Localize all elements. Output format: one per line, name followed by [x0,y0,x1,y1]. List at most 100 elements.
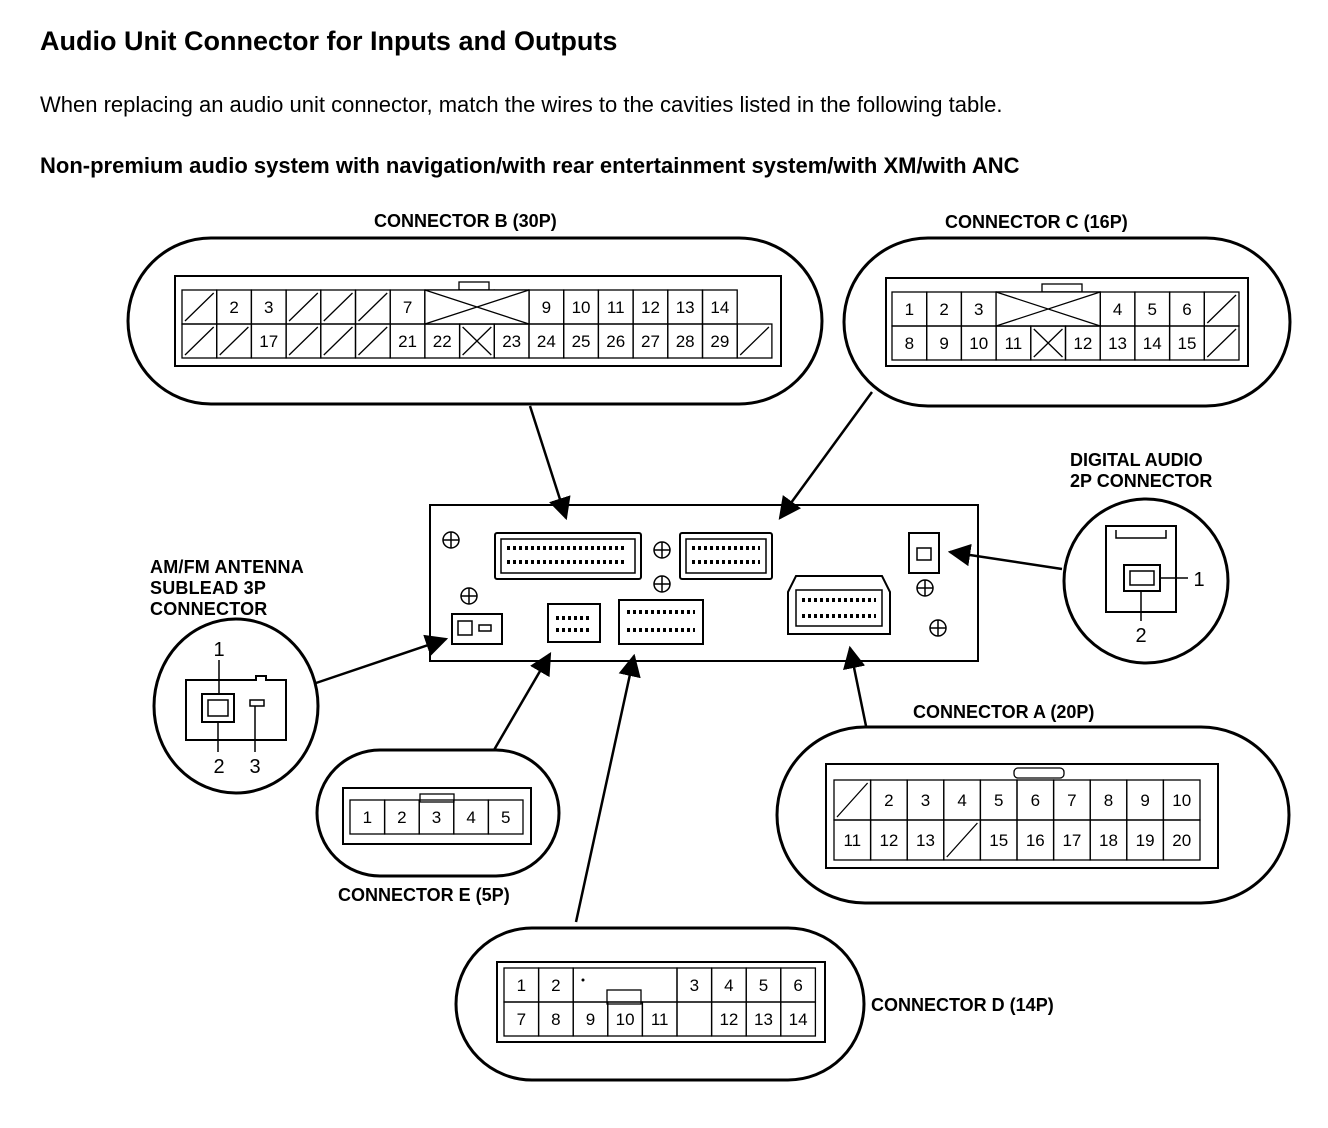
connector-c-top-unused-slash-7 [1206,294,1237,324]
audio-unit [429,504,979,662]
connector-c-label: CONNECTOR C (16P) [945,212,1128,232]
connector-b-pin-11: 11 [607,298,625,317]
connector-e-pin-5: 5 [501,808,510,827]
connector-b-top-unused-slash-0 [184,292,215,322]
connector-d-housing [496,961,826,1043]
connector-b-pin-21: 21 [398,332,417,351]
connector-c-pin-13: 13 [1108,334,1127,353]
connector-d-bottom-cell-8 [780,1001,817,1037]
connector-b-bottom-blocked-cavity-8 [462,326,492,356]
digital-audio-pin-1: 1 [1193,569,1204,591]
am-fm-antenna-label: AM/FM ANTENNA SUBLEAD 3P CONNECTOR [150,557,304,619]
connector-a-pin-13: 13 [916,831,935,850]
connector-b-pin-22: 22 [433,332,452,351]
connector-b-pin-23: 23 [502,332,521,351]
connector-d-lock-tab [606,989,642,1005]
digital-audio-connector-drawing: 1 2 [1105,525,1205,647]
connector-b-housing [174,275,782,367]
connector-c-pin-12: 12 [1073,334,1092,353]
connector-e-housing [342,787,532,845]
connector-a-pin-8: 8 [1104,791,1113,810]
connector-d-pin-5: 5 [759,976,768,995]
connector-b-pin-12: 12 [641,298,660,317]
connector-a-pin-5: 5 [994,791,1003,810]
connector-c-pin-1: 1 [905,300,914,319]
connector-a-pin-15: 15 [989,831,1008,850]
connector-b-bottom-unused-slash-4 [323,326,353,356]
connector-a-pin-12: 12 [879,831,898,850]
connector-d-pin-6: 6 [793,976,802,995]
connector-a-bottom-unused-slash-3 [946,822,978,858]
connector-a-housing [825,763,1219,869]
connector-e-pins-cell-4 [487,799,524,835]
connector-b-pin-17: 17 [259,332,278,351]
connector-d-bottom-cell-5 [676,1001,713,1037]
connector-d-pin-14: 14 [789,1010,808,1029]
digital-audio-label: DIGITAL AUDIO 2P CONNECTOR [1070,450,1213,491]
connector-c-pin-5: 5 [1148,300,1157,319]
connector-b-top-unused-slash-5 [358,292,388,322]
connector-a-pin-20: 20 [1172,831,1191,850]
connector-a-pin-9: 9 [1140,791,1149,810]
connector-c-housing [885,277,1249,367]
am-fm-pin-2: 2 [213,756,224,778]
connector-c-pin-15: 15 [1177,334,1196,353]
connector-a-label: CONNECTOR A (20P) [913,702,1095,722]
connector-b-bottom-unused-slash-0 [184,326,215,356]
connector-e-lock-tab [419,793,455,803]
connector-b-top-unused-slash-4 [323,292,353,322]
connector-e-label: CONNECTOR E (5P) [338,885,510,905]
connector-b-bottom-unused-slash-1 [219,326,249,356]
connector-c-pin-2: 2 [939,300,948,319]
connector-c-pin-6: 6 [1182,300,1191,319]
connector-b-lock-tab [458,281,490,291]
connector-c-key-area-cross [995,291,1101,327]
connector-b-bottom-unused-slash-3 [288,326,319,356]
connector-b-bottom-unused-slash-5 [358,326,388,356]
digital-audio-pin-2: 2 [1135,625,1146,647]
am-fm-bubble [152,617,320,795]
connector-b-pin-14: 14 [710,298,729,317]
digital-audio-bubble [1062,497,1230,665]
connector-b-bubble [126,236,824,406]
connector-b-pin-2: 2 [229,298,238,317]
connector-c-bottom-cell-9 [1203,325,1240,361]
connector-b-bottom-unused-slash-16 [739,326,770,356]
connector-c-pin-14: 14 [1143,334,1162,353]
connector-b-pin-13: 13 [676,298,695,317]
connector-d-pin-3: 3 [690,976,699,995]
connector-a-lock-tab [1013,767,1065,779]
intro-text: When replacing an audio unit connector, … [40,92,1003,117]
connector-c-pin-11: 11 [1005,334,1023,353]
connector-arrows [315,391,1063,923]
connector-a-pin-16: 16 [1026,831,1045,850]
connector-c-pin-10: 10 [969,334,988,353]
connector-d-pin-10: 10 [616,1010,635,1029]
page-title: Audio Unit Connector for Inputs and Outp… [40,26,618,56]
connector-d-pin-8: 8 [551,1010,560,1029]
connector-c-pin-3: 3 [974,300,983,319]
connector-a-pin-6: 6 [1031,791,1040,810]
connector-b-pin-26: 26 [606,332,625,351]
connector-b-pin-27: 27 [641,332,660,351]
connector-d-dot [581,978,585,982]
connector-c-bubble [842,236,1292,408]
connector-d-bubble [454,926,866,1082]
connector-a-pin-18: 18 [1099,831,1118,850]
connector-a-pin-7: 7 [1067,791,1076,810]
connector-e-bubble [315,748,561,878]
connector-b-pin-28: 28 [676,332,695,351]
connector-d-pin-12: 12 [719,1010,738,1029]
connector-d-pin-7: 7 [517,1010,526,1029]
connector-d-top-cell-2 [572,967,678,1003]
connector-b-pin-3: 3 [264,298,273,317]
system-subtitle: Non-premium audio system with navigation… [40,153,1020,178]
connector-e-pin-4: 4 [466,808,475,827]
connector-d-pin-11: 11 [651,1010,669,1029]
connector-a-pin-2: 2 [884,791,893,810]
am-fm-pin-3: 3 [249,756,260,778]
